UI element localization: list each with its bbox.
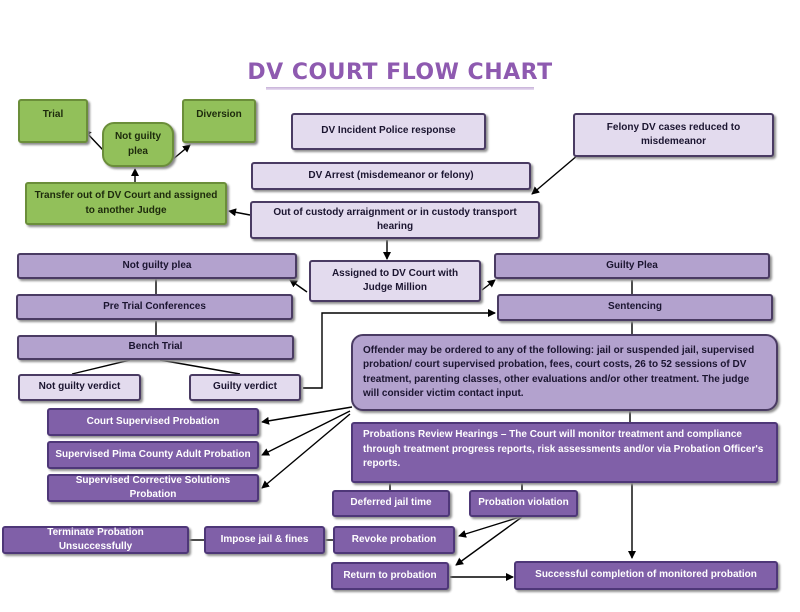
arrow-violation-to-return [455,516,523,566]
diversion-box: Diversion [182,99,256,143]
not-guilty-plea-small-box: Not guilty plea [102,122,174,167]
return-box: Return to probation [331,562,449,590]
pretrial-box: Pre Trial Conferences [16,294,293,320]
sentencing-box: Sentencing [497,294,773,321]
pima-probation-box: Supervised Pima County Adult Probation [47,441,259,469]
violation-box: Probation violation [469,490,578,517]
arraignment-box: Out of custody arraignment or in custody… [250,201,540,239]
guilty-verdict-box: Guilty verdict [189,374,301,401]
not-guilty-verdict-box: Not guilty verdict [18,374,141,401]
incident-box: DV Incident Police response [291,113,486,150]
felony-reduced-box: Felony DV cases reduced to misdemeanor [573,113,774,157]
arrest-box: DV Arrest (misdemeanor or felony) [251,162,531,190]
deferred-box: Deferred jail time [332,490,450,517]
arrow-assigned-to-notguilty [289,279,308,293]
not-guilty-plea-box: Not guilty plea [17,253,297,279]
arrow-assigned-to-guilty [481,279,496,291]
chart-title: DV COURT FLOW CHART [0,60,800,90]
bench-trial-box: Bench Trial [17,335,294,360]
arrow-felony-to-arrest [531,154,579,195]
arrow-to-court-probation [261,406,353,425]
arrow-to-pima-probation [261,410,351,456]
assigned-box: Assigned to DV Court with Judge Million [309,260,481,302]
corrective-probation-box: Supervised Corrective Solutions Probatio… [47,474,259,502]
revoke-box: Revoke probation [333,526,455,554]
transfer-box: Transfer out of DV Court and assigned to… [25,182,227,225]
arrow-violation-to-revoke [458,516,521,538]
arrow-arraign-to-transfer [228,208,251,217]
impose-box: Impose jail & fines [204,526,325,554]
review-box: Probations Review Hearings – The Court w… [351,422,778,483]
terminate-box: Terminate Probation Unsuccessfully [2,526,189,554]
success-box: Successful completion of monitored proba… [514,561,778,590]
guilty-plea-box: Guilty Plea [494,253,770,279]
line-bench-notguilty [71,359,131,375]
line-bench-guilty [159,359,241,375]
court-probation-box: Court Supervised Probation [47,408,259,436]
arrow-ng-to-diversion [171,144,191,161]
arrow-guiltyverdict-to-sentencing [303,309,496,389]
arrow-to-corrective-probation [261,413,351,489]
trial-box: Trial [18,99,88,143]
offender-box: Offender may be ordered to any of the fo… [351,334,778,411]
